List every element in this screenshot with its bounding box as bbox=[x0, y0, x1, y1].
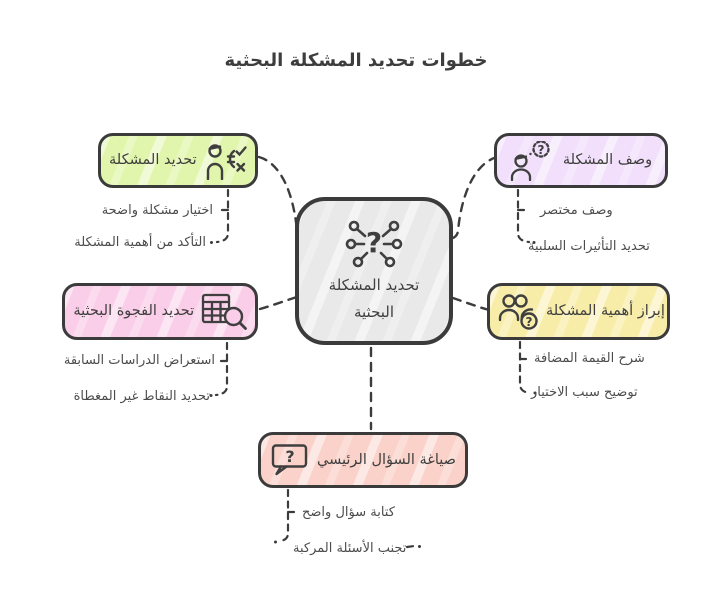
node-describe-problem: ? وصف المشكلة bbox=[494, 133, 668, 188]
link-importance-to-center bbox=[445, 294, 491, 312]
center-node-label-line2: البحثية bbox=[353, 303, 395, 321]
sub-item-question-1: كتابة سؤال واضح bbox=[302, 505, 395, 520]
sub-item-gap-1: استعراض الدراسات السابقة bbox=[63, 353, 215, 368]
bracket-gap bbox=[214, 341, 229, 397]
node-define-problem-label: تحديد المشكلة bbox=[109, 152, 197, 169]
link-describe-to-center bbox=[447, 155, 499, 241]
node-research-gap: تحديد الفجوة البحثية bbox=[62, 283, 258, 340]
sub-item-define-1: اختيار مشكلة واضحة bbox=[101, 203, 213, 218]
diagram-title: خطوات تحديد المشكلة البحثية bbox=[224, 50, 488, 71]
node-problem-importance: ? إبراز أهمية المشكلة bbox=[487, 283, 670, 340]
sub-item-question-2: تجنب الأسئلة المركبة bbox=[293, 541, 407, 556]
table-search-icon bbox=[201, 293, 247, 331]
sub-item-importance-2: توضيح سبب الاختيار bbox=[531, 385, 638, 400]
node-define-problem: تحديد المشكلة bbox=[98, 133, 258, 188]
network-question-icon: ? bbox=[345, 218, 403, 270]
node-main-question: ? صياغة السؤال الرئيسي bbox=[258, 432, 468, 488]
sub-item-describe-1: وصف مختصر bbox=[540, 203, 613, 218]
sub-item-describe-2: تحديد التأثيرات السلبية bbox=[528, 239, 650, 254]
bracket-define bbox=[215, 188, 230, 244]
svg-text:?: ? bbox=[366, 226, 382, 259]
bracket-describe bbox=[516, 188, 531, 244]
question-bubble-icon: ? bbox=[270, 443, 310, 477]
node-describe-problem-label: وصف المشكلة bbox=[562, 152, 653, 169]
bracket-importance bbox=[518, 340, 532, 395]
sub-item-gap-2: تحديد النقاط غير المغطاة bbox=[73, 389, 210, 404]
svg-text:?: ? bbox=[526, 315, 533, 329]
person-thinking-icon: ? bbox=[510, 140, 552, 181]
person-choice-icon bbox=[203, 142, 249, 180]
node-problem-importance-label: إبراز أهمية المشكلة bbox=[546, 303, 665, 320]
sub-item-importance-1: شرح القيمة المضافة bbox=[534, 351, 645, 366]
people-question-icon: ? bbox=[498, 293, 540, 331]
node-main-question-label: صياغة السؤال الرئيسي bbox=[317, 451, 456, 468]
center-node-label-line1: تحديد المشكلة bbox=[328, 275, 420, 294]
svg-text:?: ? bbox=[537, 143, 544, 157]
bracket-question bbox=[278, 488, 416, 549]
link-gap-to-center bbox=[258, 293, 305, 311]
sub-item-define-2: التأكد من أهمية المشكلة bbox=[74, 235, 206, 250]
node-center-research-problem: ? تحديد المشكلة البحثية bbox=[295, 197, 453, 345]
node-research-gap-label: تحديد الفجوة البحثية bbox=[73, 303, 195, 320]
svg-text:?: ? bbox=[285, 447, 294, 466]
